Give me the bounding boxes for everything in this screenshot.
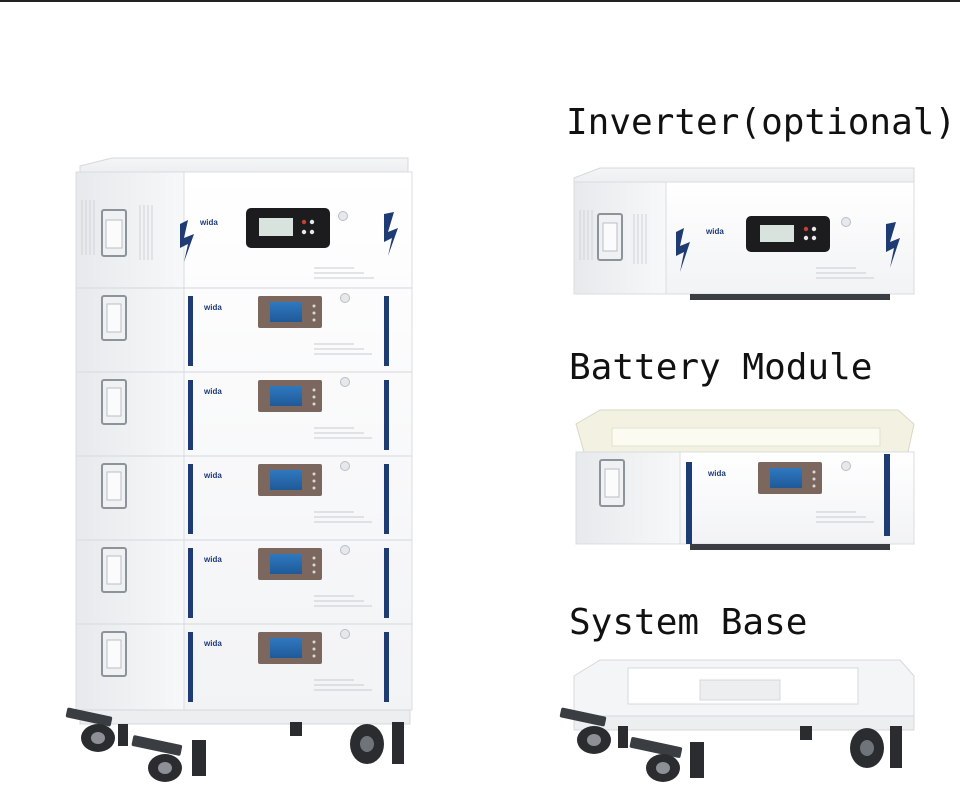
top-divider	[0, 0, 960, 2]
svg-text:wida: wida	[707, 469, 726, 478]
svg-text:wida: wida	[203, 303, 222, 312]
svg-text:wida: wida	[203, 639, 222, 648]
tower-inverter-unit: wida	[81, 200, 398, 279]
battery-module-caption: Battery Module	[569, 347, 873, 388]
brand-logo: wida	[199, 218, 218, 227]
system-base-caption: System Base	[569, 602, 808, 643]
svg-text:wida: wida	[705, 227, 724, 236]
tower-base-with-wheels	[65, 707, 411, 782]
battery-module-unit: wida	[575, 409, 915, 550]
svg-text:wida: wida	[203, 387, 222, 396]
inverter-caption: Inverter(optional)	[566, 102, 957, 143]
tower-battery-modules: wida wida	[101, 293, 389, 702]
system-base-unit	[559, 659, 915, 782]
svg-text:wida: wida	[203, 555, 222, 564]
svg-text:wida: wida	[203, 471, 222, 480]
inverter-unit: wida	[573, 167, 915, 300]
battery-tower: wida wida	[65, 157, 413, 782]
